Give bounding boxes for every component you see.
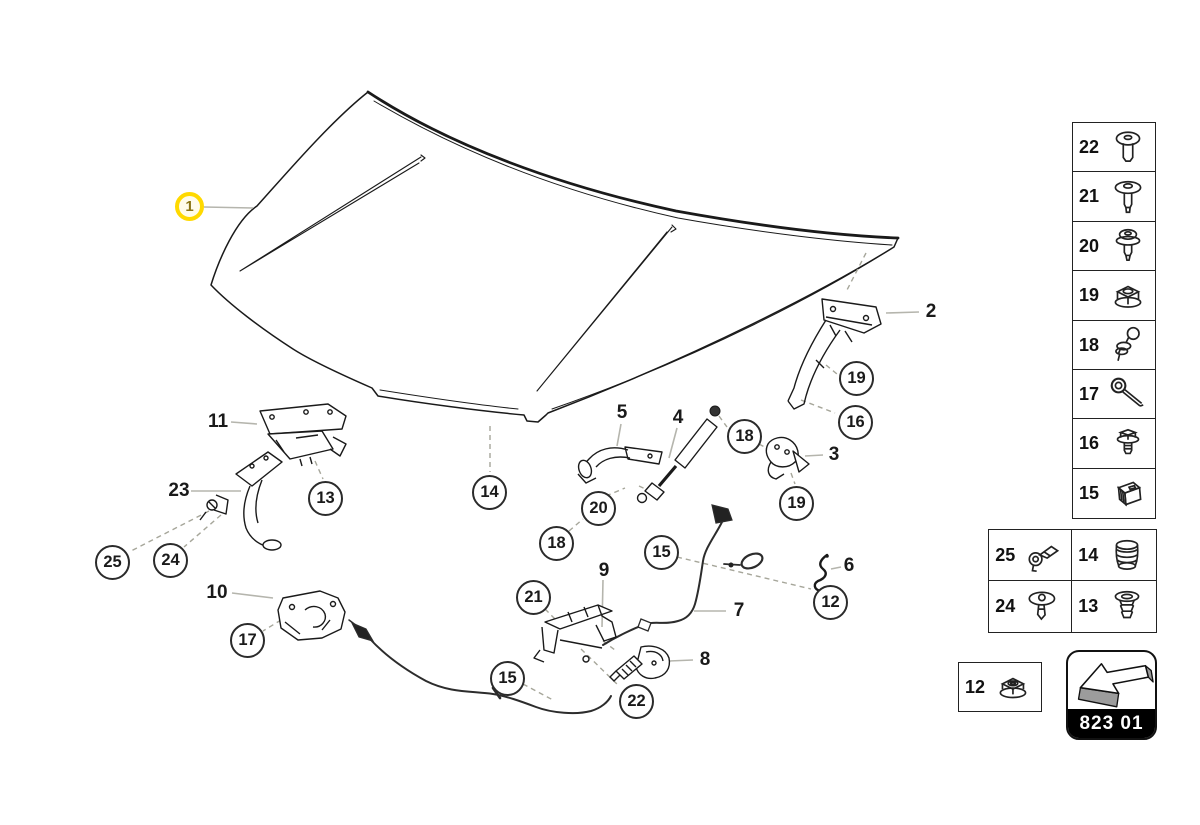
part-label-9[interactable]: 9 — [598, 560, 610, 581]
legend-cell-22[interactable]: 22 — [1072, 122, 1156, 173]
legend-cell-18[interactable]: 18 — [1072, 319, 1156, 371]
legend-cell-17[interactable]: 17 — [1072, 369, 1156, 421]
fastener-legend-lower-grid: 25 14 24 13 — [988, 529, 1157, 633]
part-label-11[interactable]: 11 — [207, 411, 229, 432]
part-label-23[interactable]: 23 — [168, 480, 190, 501]
part-label-4[interactable]: 4 — [672, 407, 684, 428]
legend-number: 14 — [1078, 545, 1099, 565]
prop-bracket-drawing — [577, 446, 663, 484]
rubber-buffer-icon — [1115, 539, 1139, 570]
flange-nut-icon — [999, 677, 1027, 699]
legend-number: 20 — [1079, 235, 1100, 256]
callout-19-lower[interactable]: 19 — [779, 486, 814, 521]
legend-cell-25[interactable]: 25 — [988, 529, 1073, 582]
clip-block-icon — [1116, 481, 1142, 507]
callout-15-mid[interactable]: 15 — [644, 535, 679, 570]
callout-14[interactable]: 14 — [472, 475, 507, 510]
back-arrow-icon — [1077, 663, 1154, 708]
hood-catch-drawing — [765, 436, 810, 480]
legend-number: 25 — [995, 545, 1016, 565]
grommet-icon — [1114, 590, 1140, 618]
legend-number: 22 — [1079, 137, 1100, 157]
eye-bolt-icon — [1110, 377, 1144, 407]
callout-12[interactable]: 12 — [813, 585, 848, 620]
legend-cell-15[interactable]: 15 — [1072, 467, 1156, 519]
fastener-legend-column: 22 21 20 19 18 17 16 15 — [1072, 122, 1156, 519]
callout-16[interactable]: 16 — [838, 405, 873, 440]
hood-panel-drawing — [210, 90, 900, 423]
callout-17[interactable]: 17 — [230, 623, 265, 658]
legend-number: 12 — [965, 676, 986, 697]
legend-number: 18 — [1079, 334, 1100, 355]
legend-number: 13 — [1078, 596, 1099, 616]
legend-cell-19[interactable]: 19 — [1072, 270, 1156, 322]
hood-hinge-left-drawing — [259, 403, 347, 467]
callout-13[interactable]: 13 — [308, 481, 343, 516]
callout-1[interactable]: 1 — [175, 192, 204, 221]
part-label-2[interactable]: 2 — [925, 301, 937, 322]
lock-cylinder-drawing — [609, 645, 671, 682]
mounting-bracket-drawing — [199, 451, 283, 551]
part-label-10[interactable]: 10 — [206, 582, 228, 603]
diagram-group-code: 823 01 — [1079, 712, 1144, 734]
legend-number: 24 — [995, 596, 1016, 616]
clamp-clip-icon — [1028, 545, 1060, 572]
part-label-5[interactable]: 5 — [616, 402, 628, 423]
hex-flange-screw-icon — [1116, 428, 1140, 455]
screw-with-washer-icon — [1115, 229, 1141, 262]
callout-18-right[interactable]: 18 — [727, 419, 762, 454]
callout-25[interactable]: 25 — [95, 545, 130, 580]
legend-cell-13[interactable]: 13 — [1071, 580, 1157, 633]
legend-cell-14[interactable]: 14 — [1071, 529, 1157, 582]
pan-head-screw-icon — [1115, 130, 1141, 162]
part-label-3[interactable]: 3 — [828, 444, 840, 465]
callout-22[interactable]: 22 — [619, 684, 654, 719]
release-cable-rear-drawing — [348, 619, 612, 715]
legend-cell-12[interactable]: 12 — [958, 662, 1042, 712]
legend-number: 15 — [1079, 482, 1100, 503]
flange-nut-icon — [1114, 285, 1142, 308]
release-lever-bracket-drawing — [533, 604, 617, 663]
release-cable-front-drawing — [602, 504, 764, 646]
legend-cell-16[interactable]: 16 — [1072, 418, 1156, 470]
callout-20[interactable]: 20 — [581, 491, 616, 526]
part-label-7[interactable]: 7 — [733, 600, 745, 621]
dashed-leader-lines — [130, 252, 867, 701]
legend-number: 19 — [1079, 285, 1100, 306]
ball-stud-icon — [1115, 326, 1140, 362]
hood-latch-drawing — [277, 590, 346, 641]
callout-18-left[interactable]: 18 — [539, 526, 574, 561]
legend-number: 16 — [1079, 433, 1100, 454]
legend-cell-20[interactable]: 20 — [1072, 220, 1156, 272]
part-label-8[interactable]: 8 — [699, 649, 711, 670]
legend-number: 21 — [1079, 186, 1100, 207]
callout-24[interactable]: 24 — [153, 543, 188, 578]
push-rivet-icon — [1028, 590, 1056, 620]
solid-leader-lines — [191, 206, 920, 662]
callout-15-lower[interactable]: 15 — [490, 661, 525, 696]
callout-19-upper[interactable]: 19 — [839, 361, 874, 396]
callout-21[interactable]: 21 — [516, 580, 551, 615]
legend-cell-21[interactable]: 21 — [1072, 171, 1156, 223]
nav-code-band: 823 01 — [1068, 709, 1155, 738]
cable-clip-drawing — [813, 553, 829, 593]
legend-number: 17 — [1079, 384, 1100, 405]
washer-head-screw-icon — [1114, 180, 1142, 213]
hood-hinge-right-drawing — [787, 298, 882, 410]
gas-strut-drawing — [636, 405, 721, 504]
part-label-6[interactable]: 6 — [843, 555, 855, 576]
legend-cell-24[interactable]: 24 — [988, 580, 1073, 633]
diagram-group-nav-box[interactable]: 823 01 — [1066, 650, 1157, 740]
